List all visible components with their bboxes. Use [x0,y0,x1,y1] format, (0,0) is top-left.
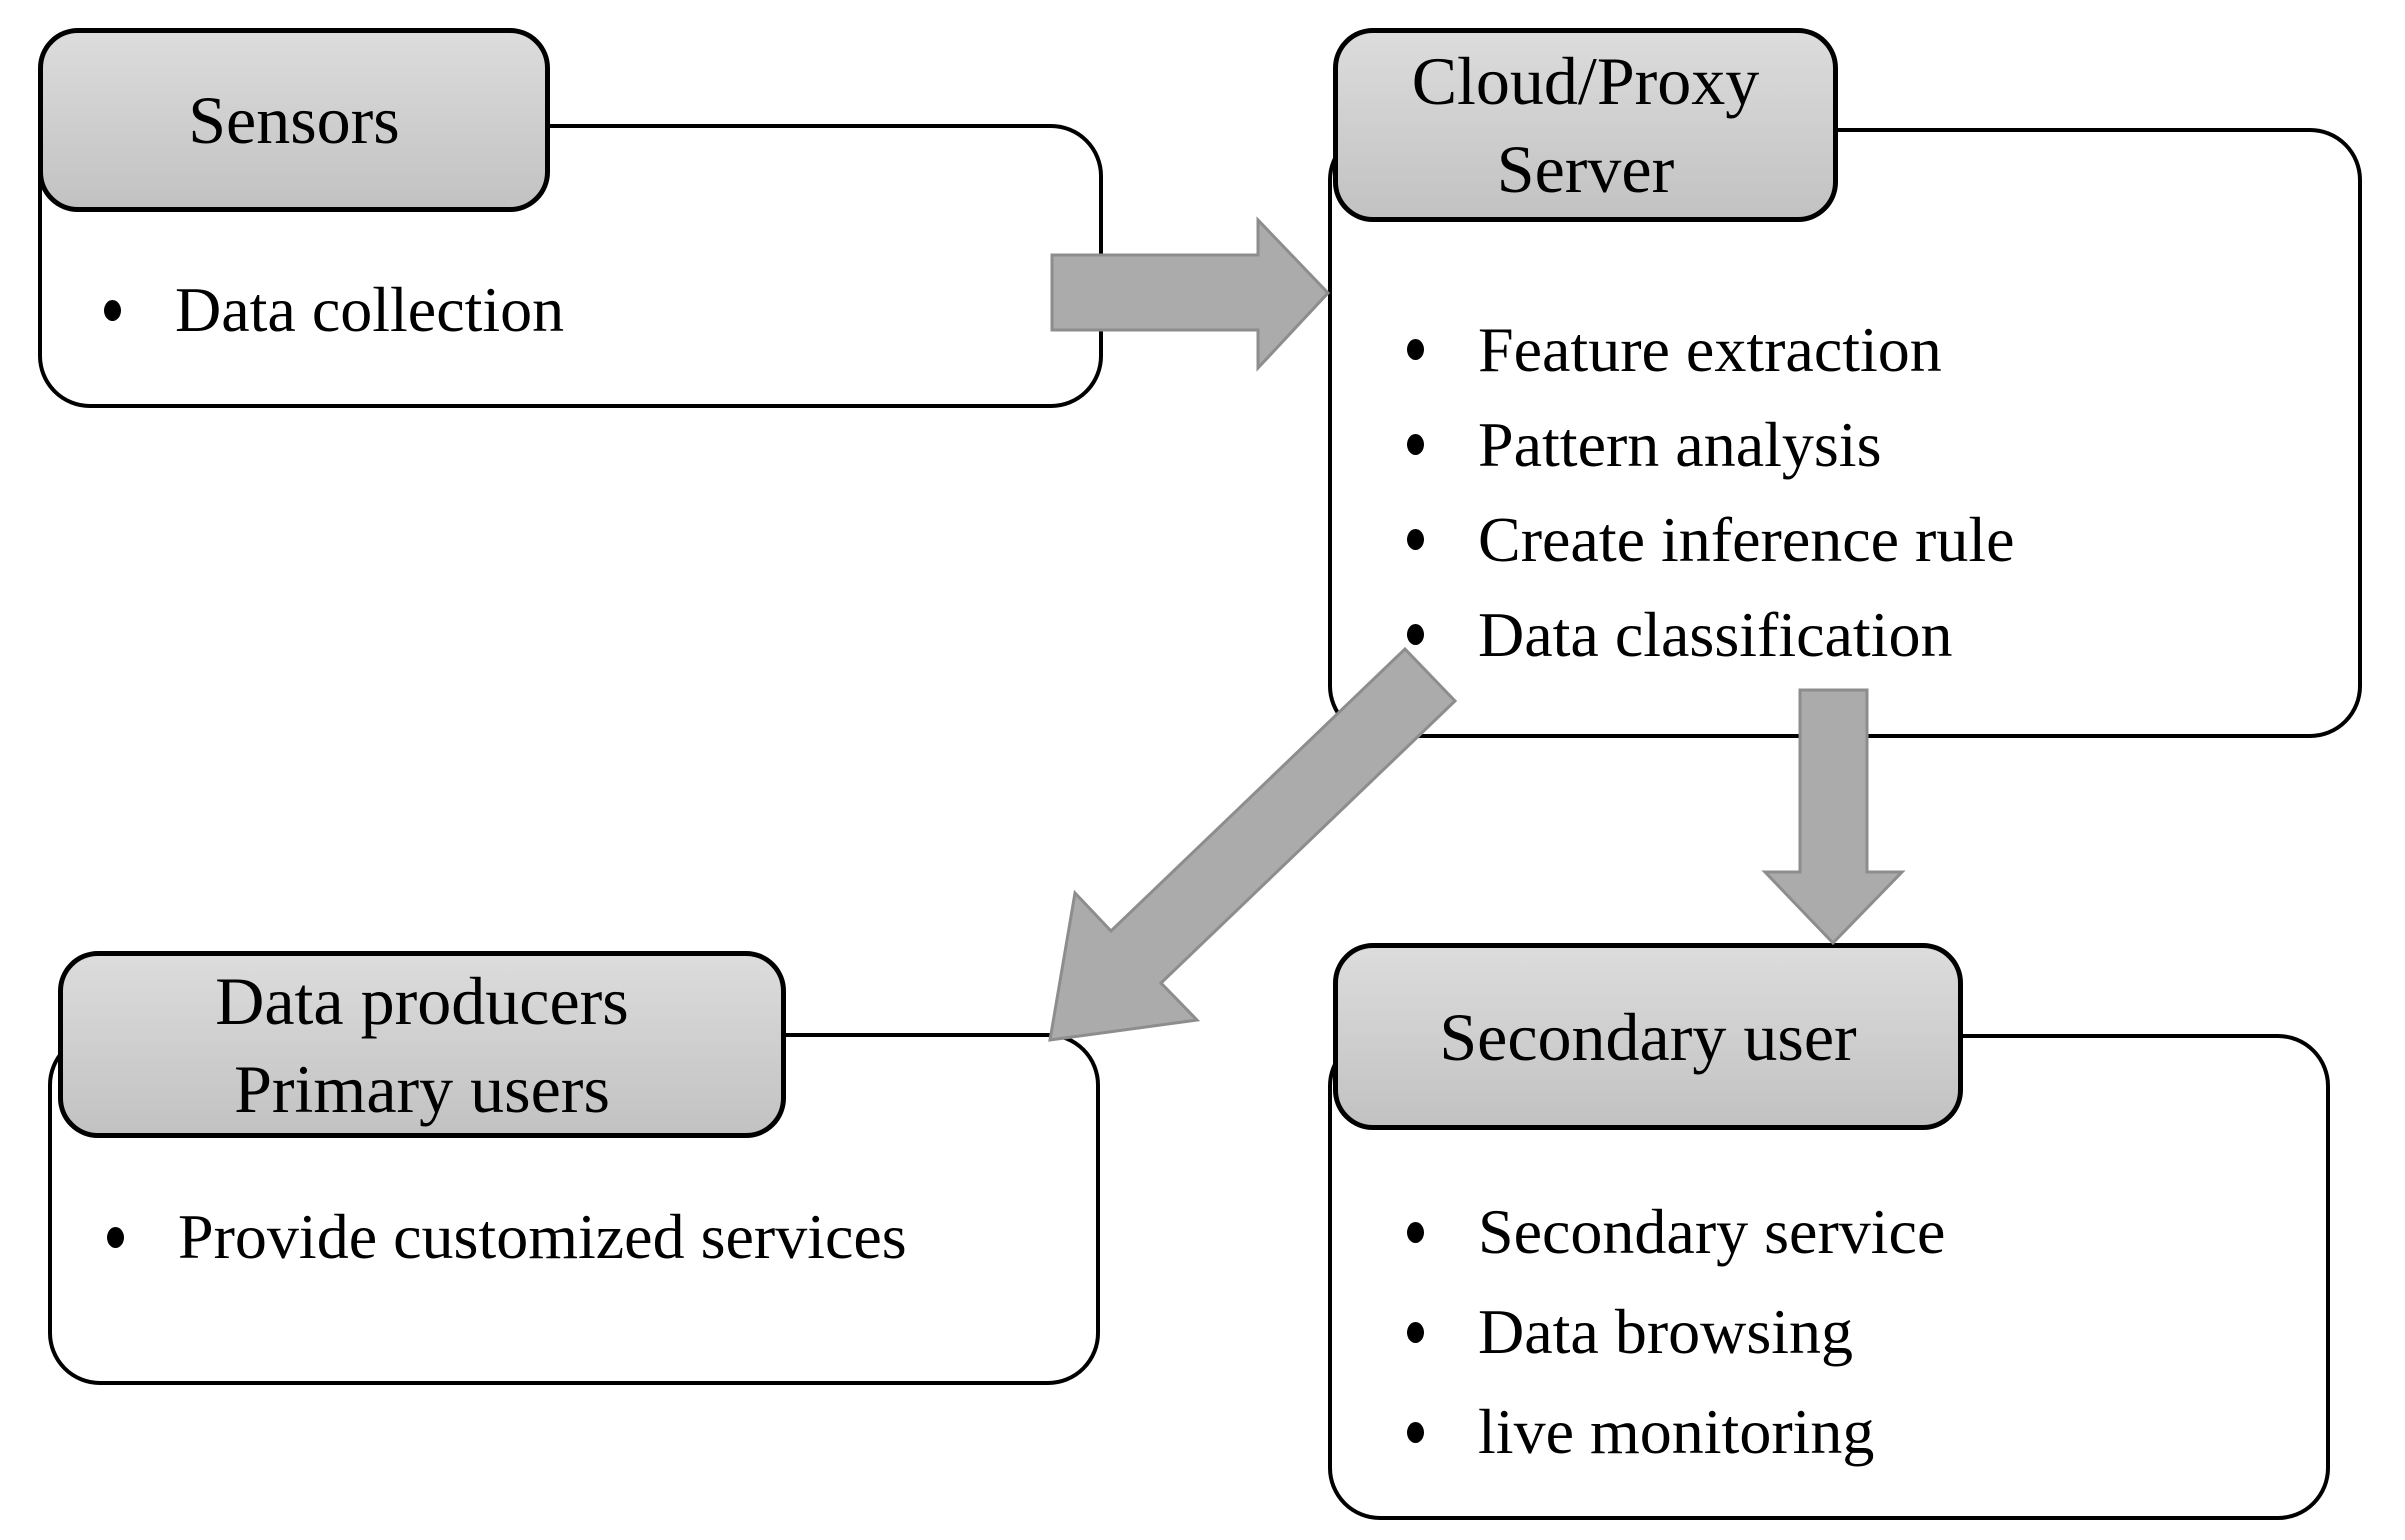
bullet-item: Secondary service [1407,1182,1945,1282]
bullet-text: Pattern analysis [1478,409,1882,480]
bullet-item: Data classification [1407,587,2015,682]
sensors-node-header: Sensors [38,28,550,212]
node-title: Secondary user [1439,998,1857,1075]
secondary-user-node-header: Secondary user [1333,943,1963,1130]
data-producers-bullet-list: Provide customized services [107,1195,907,1279]
bullet-text: Secondary service [1478,1196,1946,1267]
node-title-line-2: Server [1496,131,1675,207]
bullet-text: Data collection [175,274,565,345]
bullet-item: Data browsing [1407,1282,1945,1382]
node-title-line-1: Data producers [215,962,629,1039]
bullet-text: live monitoring [1478,1396,1875,1467]
sensors-bullet-list: Data collection [104,268,564,352]
bullet-text: Feature extraction [1478,314,1942,385]
node-title-line-1: Cloud/Proxy [1411,43,1760,119]
bullet-item: live monitoring [1407,1382,1945,1482]
node-title: Sensors [188,82,400,158]
cloud-proxy-server-node-header: Cloud/Proxy Server [1333,28,1838,222]
cloud-proxy-server-bullet-list: Feature extraction Pattern analysis Crea… [1407,302,2015,682]
data-producers-node-header: Data producers Primary users [58,951,786,1138]
bullet-item: Create inference rule [1407,492,2015,587]
bullet-item: Data collection [104,268,564,352]
secondary-user-bullet-list: Secondary service Data browsing live mon… [1407,1182,1945,1482]
bullet-text: Data browsing [1478,1296,1854,1367]
bullet-item: Feature extraction [1407,302,2015,397]
bullet-text: Data classification [1478,599,1953,670]
bullet-text: Provide customized services [178,1201,907,1272]
bullet-item: Pattern analysis [1407,397,2015,492]
bullet-text: Create inference rule [1478,504,2015,575]
node-title-line-2: Primary users [234,1050,610,1127]
bullet-item: Provide customized services [107,1195,907,1279]
